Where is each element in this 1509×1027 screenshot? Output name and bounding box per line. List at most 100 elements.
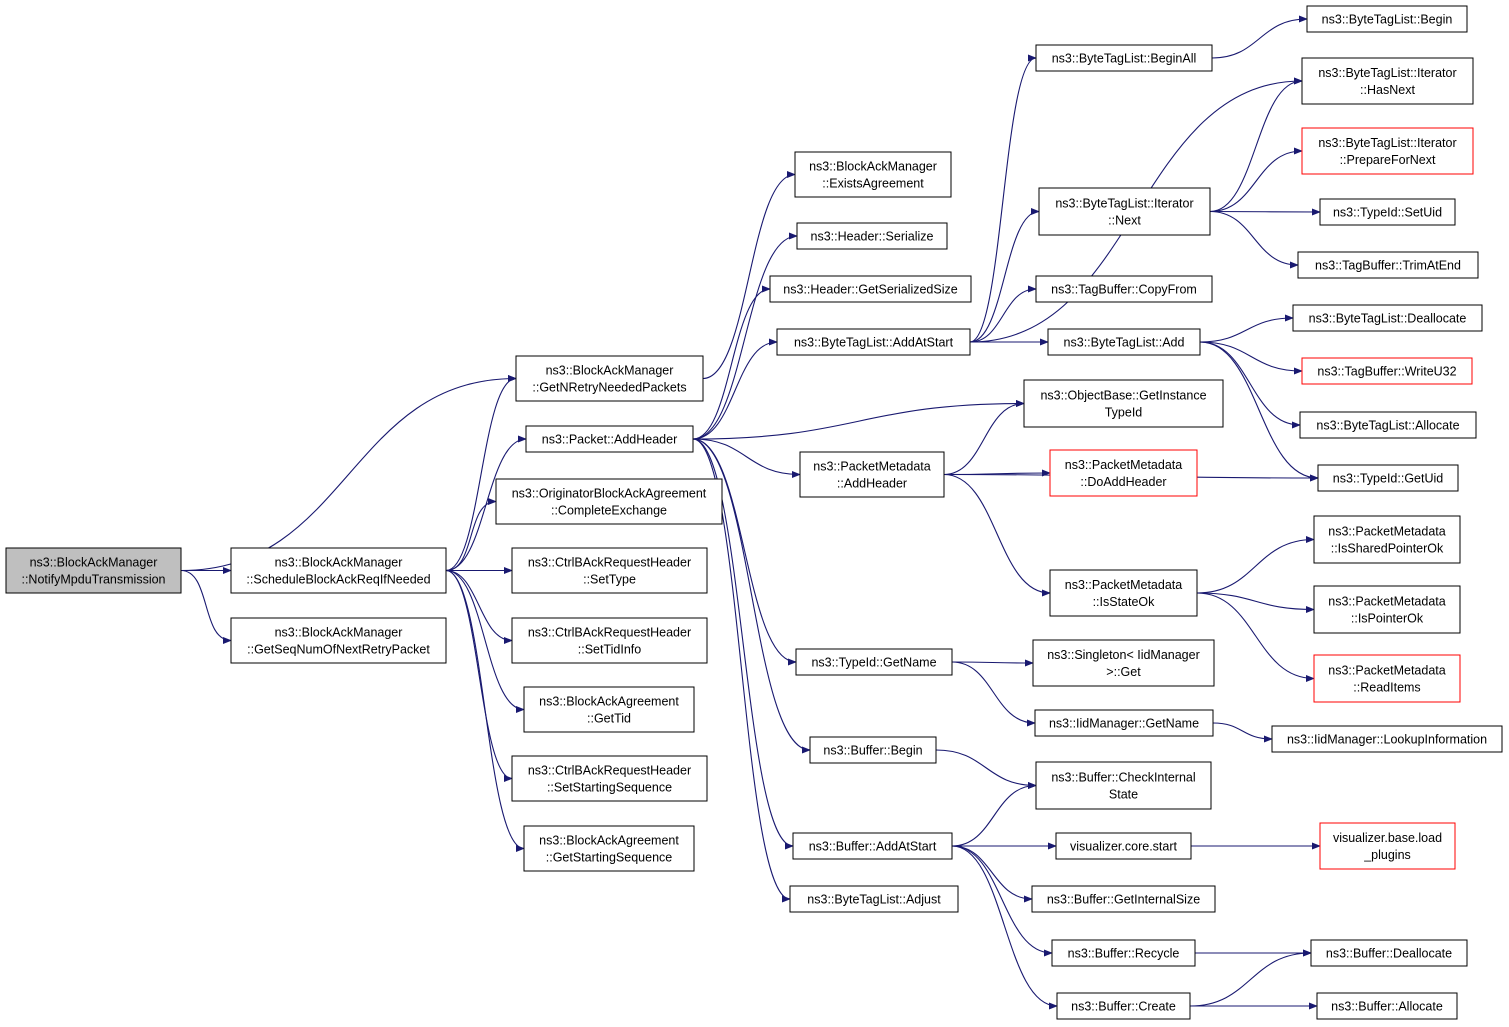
node-box [1055, 832, 1192, 860]
node-label-line: ::IsPointerOk [1351, 612, 1424, 626]
node-ithasnext[interactable]: ns3::ByteTagList::Iterator::HasNext [1301, 57, 1474, 105]
edge-bufaddatstart-to-bufrecycle [951, 845, 1053, 957]
edge-itnext-to-ithasnext [1209, 77, 1303, 213]
edge-addheader-to-btladdatstart [692, 338, 778, 440]
node-iidlookup[interactable]: ns3::IidManager::LookupInformation [1271, 725, 1503, 753]
node-label-line: TypeId [1105, 406, 1143, 420]
node-box [1035, 275, 1213, 303]
node-label-line: ns3::TagBuffer::CopyFrom [1051, 283, 1197, 297]
node-sched[interactable]: ns3::BlockAckManager::ScheduleBlockAckRe… [230, 547, 447, 594]
node-beginall[interactable]: ns3::ByteTagList::BeginAll [1035, 44, 1213, 72]
edge-addheader-to-pmaddheader [692, 438, 801, 479]
node-tidsetuid[interactable]: ns3::TypeId::SetUid [1319, 198, 1456, 226]
node-root[interactable]: ns3::BlockAckManager::NotifyMpduTransmis… [5, 547, 182, 594]
node-bufbegin[interactable]: ns3::Buffer::Begin [809, 736, 937, 764]
node-bufrecycle[interactable]: ns3::Buffer::Recycle [1051, 939, 1196, 967]
node-hserialize[interactable]: ns3::Header::Serialize [796, 222, 948, 250]
node-btlbegin[interactable]: ns3::ByteTagList::Begin [1306, 5, 1468, 33]
node-singleton[interactable]: ns3::Singleton< IidManager>::Get [1032, 639, 1215, 687]
node-tidgetuid[interactable]: ns3::TypeId::GetUid [1317, 464, 1459, 492]
node-btladd[interactable]: ns3::ByteTagList::Add [1047, 328, 1201, 356]
node-itnext[interactable]: ns3::ByteTagList::Iterator::Next [1038, 187, 1211, 236]
node-getstart[interactable]: ns3::BlockAckAgreement::GetStartingSeque… [523, 825, 695, 872]
node-exists[interactable]: ns3::BlockAckManager::ExistsAgreement [794, 151, 952, 198]
node-label-line: ::GetSeqNumOfNextRetryPacket [247, 643, 430, 657]
node-label-line: ns3::Buffer::Allocate [1331, 1000, 1443, 1014]
node-label-line: ::GetTid [587, 712, 631, 726]
node-label-line: ns3::BlockAckAgreement [539, 834, 679, 848]
node-settype[interactable]: ns3::CtrlBAckRequestHeader::SetType [511, 547, 708, 594]
node-box [1306, 5, 1468, 33]
node-label-line: ns3::ByteTagList::AddAtStart [794, 336, 954, 350]
node-itprepare[interactable]: ns3::ByteTagList::Iterator::PrepareForNe… [1301, 127, 1474, 175]
node-complete[interactable]: ns3::OriginatorBlockAckAgreement::Comple… [495, 478, 723, 525]
node-box [1301, 57, 1474, 105]
node-label-line: ns3::PacketMetadata [1328, 664, 1445, 678]
edge-btladdatstart-to-itnext [969, 207, 1040, 343]
node-label-line: ns3::TypeId::SetUid [1333, 206, 1442, 220]
node-pmaddheader[interactable]: ns3::PacketMetadata::AddHeader [799, 451, 945, 498]
node-label-line: ns3::IidManager::LookupInformation [1287, 733, 1487, 747]
node-box [1271, 725, 1503, 753]
node-label-line: ns3::Buffer::Recycle [1068, 947, 1180, 961]
node-btladdatstart[interactable]: ns3::ByteTagList::AddAtStart [776, 328, 971, 356]
node-label-line: ns3::ObjectBase::GetInstance [1040, 389, 1206, 403]
node-label-line: ns3::PacketMetadata [1328, 525, 1445, 539]
node-box [1317, 464, 1459, 492]
node-getseq[interactable]: ns3::BlockAckManager::GetSeqNumOfNextRet… [230, 617, 447, 664]
edge-sched-to-settid [445, 569, 513, 645]
edge-beginall-to-btlbegin [1211, 15, 1308, 59]
node-box [799, 451, 945, 498]
node-tbtrim[interactable]: ns3::TagBuffer::TrimAtEnd [1297, 251, 1479, 279]
node-label-line: ::ReadItems [1353, 681, 1420, 695]
node-hgetsize[interactable]: ns3::Header::GetSerializedSize [769, 275, 972, 303]
node-box [1056, 992, 1191, 1020]
node-label-line: ns3::BlockAckManager [275, 626, 403, 640]
edge-sched-to-getstart [445, 569, 525, 853]
node-box [515, 355, 704, 402]
node-vizstart[interactable]: visualizer.core.start [1055, 832, 1192, 860]
node-box [1031, 885, 1216, 913]
node-btldealloc[interactable]: ns3::ByteTagList::Deallocate [1292, 304, 1483, 332]
node-label-line: ns3::Buffer::Begin [823, 744, 922, 758]
node-pmdoadd[interactable]: ns3::PacketMetadata::DoAddHeader [1049, 449, 1198, 497]
node-settid[interactable]: ns3::CtrlBAckRequestHeader::SetTidInfo [511, 617, 708, 664]
node-bufaddatstart[interactable]: ns3::Buffer::AddAtStart [792, 832, 953, 860]
node-bufcreate[interactable]: ns3::Buffer::Create [1056, 992, 1191, 1020]
node-gettid[interactable]: ns3::BlockAckAgreement::GetTid [523, 686, 695, 733]
node-label-line: ::SetType [583, 573, 636, 587]
node-box [495, 478, 723, 525]
node-bufalloc[interactable]: ns3::Buffer::Allocate [1316, 992, 1458, 1020]
node-bufdealloc[interactable]: ns3::Buffer::Deallocate [1310, 939, 1468, 967]
node-label-line: ns3::Singleton< IidManager [1047, 648, 1200, 662]
node-label-line: ::CompleteExchange [551, 504, 667, 518]
node-addheader[interactable]: ns3::Packet::AddHeader [525, 425, 694, 453]
edge-iidgetname-to-iidlookup [1212, 722, 1273, 743]
node-getnretry[interactable]: ns3::BlockAckManager::GetNRetryNeededPac… [515, 355, 704, 402]
node-box [523, 825, 695, 872]
node-pmpointer[interactable]: ns3::PacketMetadata::IsPointerOk [1313, 585, 1461, 634]
node-vizload[interactable]: visualizer.base.load_plugins [1319, 822, 1456, 870]
node-label-line: ns3::Header::GetSerializedSize [783, 283, 957, 297]
node-btlalloc[interactable]: ns3::ByteTagList::Allocate [1299, 411, 1477, 439]
edge-tidgetname-to-iidgetname [951, 661, 1036, 727]
node-bufgetinternal[interactable]: ns3::Buffer::GetInternalSize [1031, 885, 1216, 913]
edge-root-to-getseq [180, 569, 232, 645]
node-box [1038, 187, 1211, 236]
node-tbwrite[interactable]: ns3::TagBuffer::WriteU32 [1301, 357, 1473, 385]
node-pmisstate[interactable]: ns3::PacketMetadata::IsStateOk [1049, 569, 1198, 617]
node-box [1035, 761, 1212, 810]
node-pmread[interactable]: ns3::PacketMetadata::ReadItems [1313, 654, 1461, 703]
node-box [1032, 639, 1215, 687]
node-label-line: ns3::CtrlBAckRequestHeader [528, 764, 691, 778]
node-box [794, 151, 952, 198]
node-pmshared[interactable]: ns3::PacketMetadata::IsSharedPointerOk [1313, 515, 1461, 564]
node-iidgetname[interactable]: ns3::IidManager::GetName [1034, 709, 1214, 737]
node-tidgetname[interactable]: ns3::TypeId::GetName [795, 648, 953, 676]
node-setstart[interactable]: ns3::CtrlBAckRequestHeader::SetStartingS… [511, 755, 708, 802]
node-box [1313, 515, 1461, 564]
node-tbcopy[interactable]: ns3::TagBuffer::CopyFrom [1035, 275, 1213, 303]
node-btladjust[interactable]: ns3::ByteTagList::Adjust [789, 885, 959, 913]
